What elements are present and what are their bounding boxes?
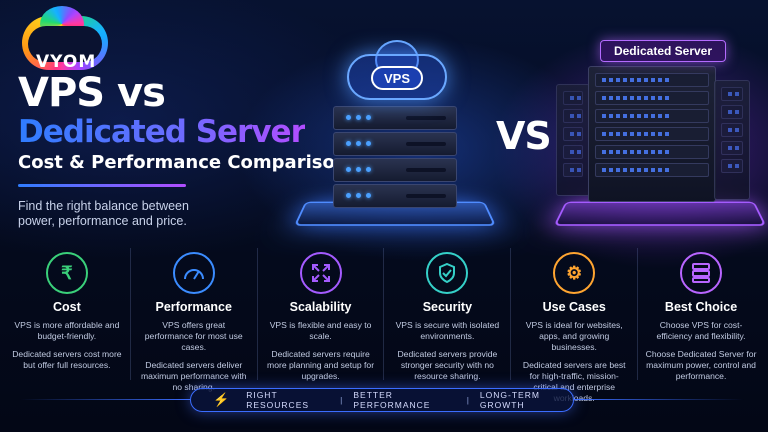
title-underline — [18, 184, 186, 187]
feature-card-security: Security VPS is secure with isolated env… — [384, 248, 512, 381]
vs-text: VS — [496, 114, 552, 158]
page-title-line2: Dedicated Server — [18, 114, 306, 150]
tagline: Find the right balance between power, pe… — [18, 199, 189, 228]
expand-arrows-icon — [299, 252, 342, 294]
divider — [574, 399, 744, 400]
feature-text: Dedicated servers provide stronger secur… — [397, 349, 498, 381]
page-title-line1: VPS vs — [18, 70, 166, 116]
benefits-banner: ⚡ RIGHT RESOURCES | BETTER PERFORMANCE |… — [190, 388, 574, 412]
server-rack-icon — [588, 66, 716, 202]
benefit-item: LONG-TERM GROWTH — [479, 390, 540, 410]
dedicated-platform — [553, 201, 767, 226]
feature-card-performance: Performance VPS offers great performance… — [131, 248, 258, 392]
benefit-item: RIGHT RESOURCES — [246, 390, 310, 410]
feature-title: Best Choice — [664, 300, 738, 314]
feature-title: Cost — [53, 300, 81, 314]
feature-card-scalability: Scalability VPS is flexible and easy to … — [258, 248, 385, 381]
vps-server-stack-icon — [333, 106, 457, 210]
feature-text: VPS is flexible and easy to scale. — [269, 320, 372, 341]
separator: | — [466, 395, 470, 405]
feature-text: VPS is secure with isolated environments… — [395, 320, 500, 341]
feature-title: Scalability — [289, 300, 352, 314]
separator: | — [340, 395, 344, 405]
feature-text: Dedicated servers are best for high-traf… — [522, 360, 626, 403]
feature-text: Dedicated servers deliver maximum perfor… — [140, 360, 247, 392]
server-icon — [680, 252, 723, 294]
benefit-item: BETTER PERFORMANCE — [353, 390, 431, 410]
vps-label: VPS — [371, 66, 423, 90]
feature-text: Choose VPS for cost-efficiency and flexi… — [656, 320, 746, 341]
divider — [20, 399, 190, 400]
rupee-coin-icon: ₹ — [45, 252, 88, 294]
feature-comparison: ₹ Cost VPS is more affordable and budget… — [4, 248, 764, 403]
feature-card-use-cases: ⚙ Use Cases VPS is ideal for websites, a… — [511, 248, 639, 403]
logo-text: VYOM — [36, 52, 97, 72]
server-rack-icon — [556, 84, 590, 196]
feature-card-best-choice: Best Choice Choose VPS for cost-efficien… — [638, 248, 764, 381]
dedicated-server-label: Dedicated Server — [600, 40, 726, 62]
feature-card-cost: ₹ Cost VPS is more affordable and budget… — [4, 248, 131, 380]
brand-logo: VYOM — [16, 6, 116, 72]
feature-title: Security — [422, 300, 473, 314]
shield-check-icon — [426, 252, 469, 294]
feature-title: Use Cases — [542, 300, 606, 314]
feature-text: Dedicated servers cost more but offer fu… — [12, 349, 122, 370]
feature-text: VPS is more affordable and budget-friend… — [14, 320, 120, 341]
feature-text: VPS offers great performance for most us… — [144, 320, 243, 352]
vps-cloud-icon: VPS — [347, 40, 447, 102]
lightning-icon: ⚡ — [213, 392, 231, 407]
feature-text: VPS is ideal for websites, apps, and gro… — [525, 320, 623, 352]
feature-text: Dedicated servers require more planning … — [267, 349, 375, 381]
gear-icon: ⚙ — [553, 252, 596, 294]
feature-title: Performance — [155, 300, 232, 314]
page-subtitle: Cost & Performance Comparison — [18, 152, 348, 173]
server-rack-icon — [714, 80, 750, 200]
speedometer-icon — [172, 252, 215, 294]
feature-text: Choose Dedicated Server for maximum powe… — [645, 349, 757, 381]
